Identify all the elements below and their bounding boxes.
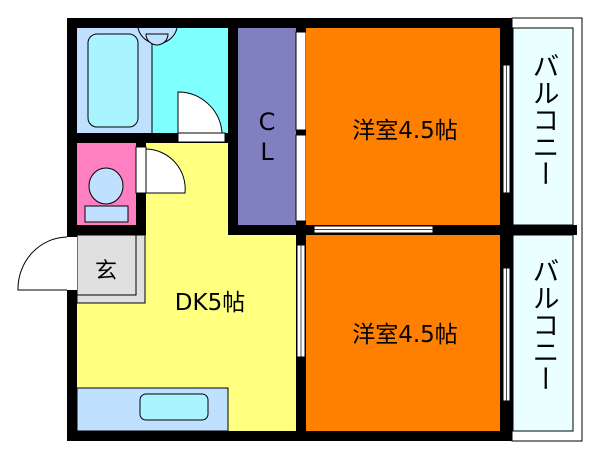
toilet-door bbox=[145, 148, 186, 194]
entrance-label: 玄 bbox=[95, 259, 117, 284]
closet-label-l: L bbox=[260, 138, 274, 166]
balcony-top bbox=[512, 27, 574, 226]
entrance-door[interactable] bbox=[17, 236, 68, 291]
bathtub bbox=[87, 33, 139, 128]
toilet-tank bbox=[84, 205, 129, 223]
kitchen-sink bbox=[139, 393, 209, 421]
dk-label: DK5帖 bbox=[175, 290, 245, 316]
western-room-2 bbox=[306, 235, 500, 431]
balcony-1-label: バルコニー bbox=[528, 52, 559, 187]
western-room-1 bbox=[306, 28, 500, 225]
closet[interactable] bbox=[238, 28, 296, 225]
toilet-bowl bbox=[88, 167, 124, 205]
balcony-2-label: バルコニー bbox=[528, 257, 559, 392]
balcony-divider-wall bbox=[500, 225, 577, 235]
closet-label-c: C bbox=[259, 108, 276, 136]
dining-kitchen bbox=[77, 143, 296, 431]
western-room-1-label: 洋室4.5帖 bbox=[352, 118, 458, 144]
western-room-2-label: 洋室4.5帖 bbox=[352, 322, 458, 348]
entrance-area bbox=[76, 234, 146, 304]
